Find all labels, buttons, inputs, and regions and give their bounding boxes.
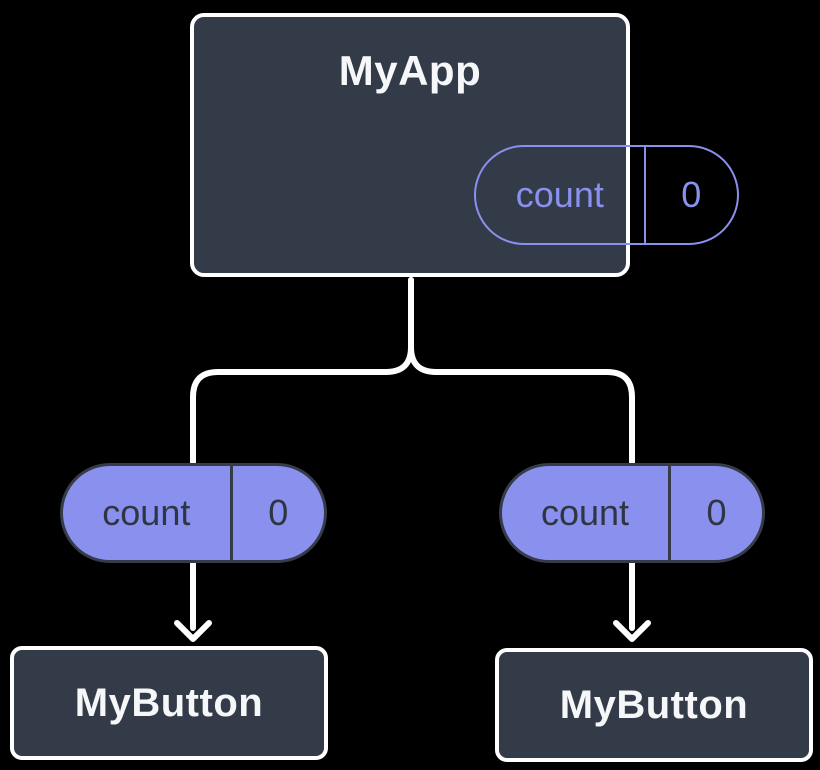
branch-left-connector: [190, 277, 414, 466]
node-mybutton-right-label: MyButton: [559, 682, 749, 727]
root-state-value: 0: [681, 174, 702, 215]
left-prop-value: 0: [268, 492, 289, 533]
right-prop-pill: count 0: [499, 463, 765, 563]
arrow-right-head-icon: [613, 620, 651, 642]
right-prop-name: count: [502, 466, 671, 560]
node-myapp-label: MyApp: [338, 47, 482, 94]
node-mybutton-right: MyButton: [495, 648, 813, 762]
branch-right-connector: [408, 277, 635, 466]
node-mybutton-left-label: MyButton: [74, 680, 264, 725]
root-state-name: count: [476, 147, 646, 243]
left-prop-pill: count 0: [60, 463, 327, 563]
node-myapp: MyApp count 0: [190, 13, 739, 277]
arrow-left-head-icon: [174, 620, 212, 642]
right-prop-value: 0: [706, 492, 727, 533]
node-mybutton-left: MyButton: [10, 646, 328, 760]
root-state-pill: count 0: [474, 145, 739, 245]
left-prop-name: count: [63, 466, 233, 560]
